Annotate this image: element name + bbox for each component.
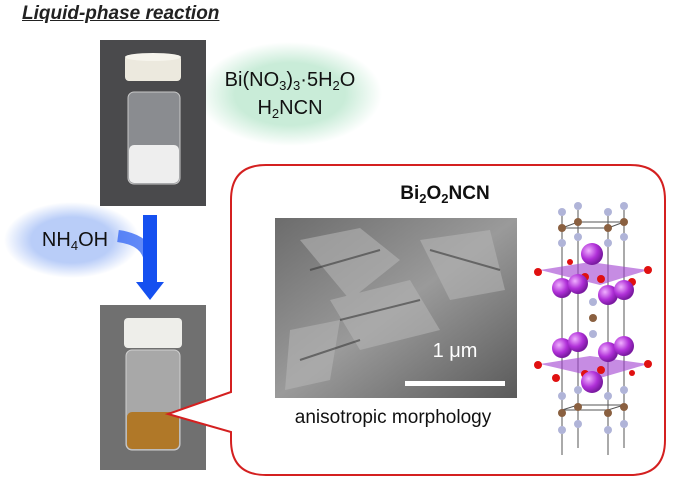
reagent-formula-cyanamide: H2NCN	[257, 97, 323, 121]
sem-image	[275, 218, 517, 398]
additive-bubble	[4, 202, 140, 278]
reagent-bubble	[198, 42, 382, 146]
product-formula: Bi2O2NCN	[400, 183, 490, 206]
reagent-formula-bismuth-nitrate: Bi(NO3)3·5H2O	[224, 69, 356, 93]
scale-bar-label: 1 μm	[432, 340, 478, 362]
additive-formula: NH4OH	[41, 229, 109, 253]
vial-photo-after	[100, 305, 206, 470]
vial-photo-before	[100, 40, 206, 206]
reaction-arrow	[116, 215, 164, 300]
scale-bar	[405, 381, 505, 386]
sem-caption: anisotropic morphology	[294, 407, 492, 428]
section-title: Liquid-phase reaction	[22, 3, 220, 24]
crystal-structure	[534, 202, 652, 455]
